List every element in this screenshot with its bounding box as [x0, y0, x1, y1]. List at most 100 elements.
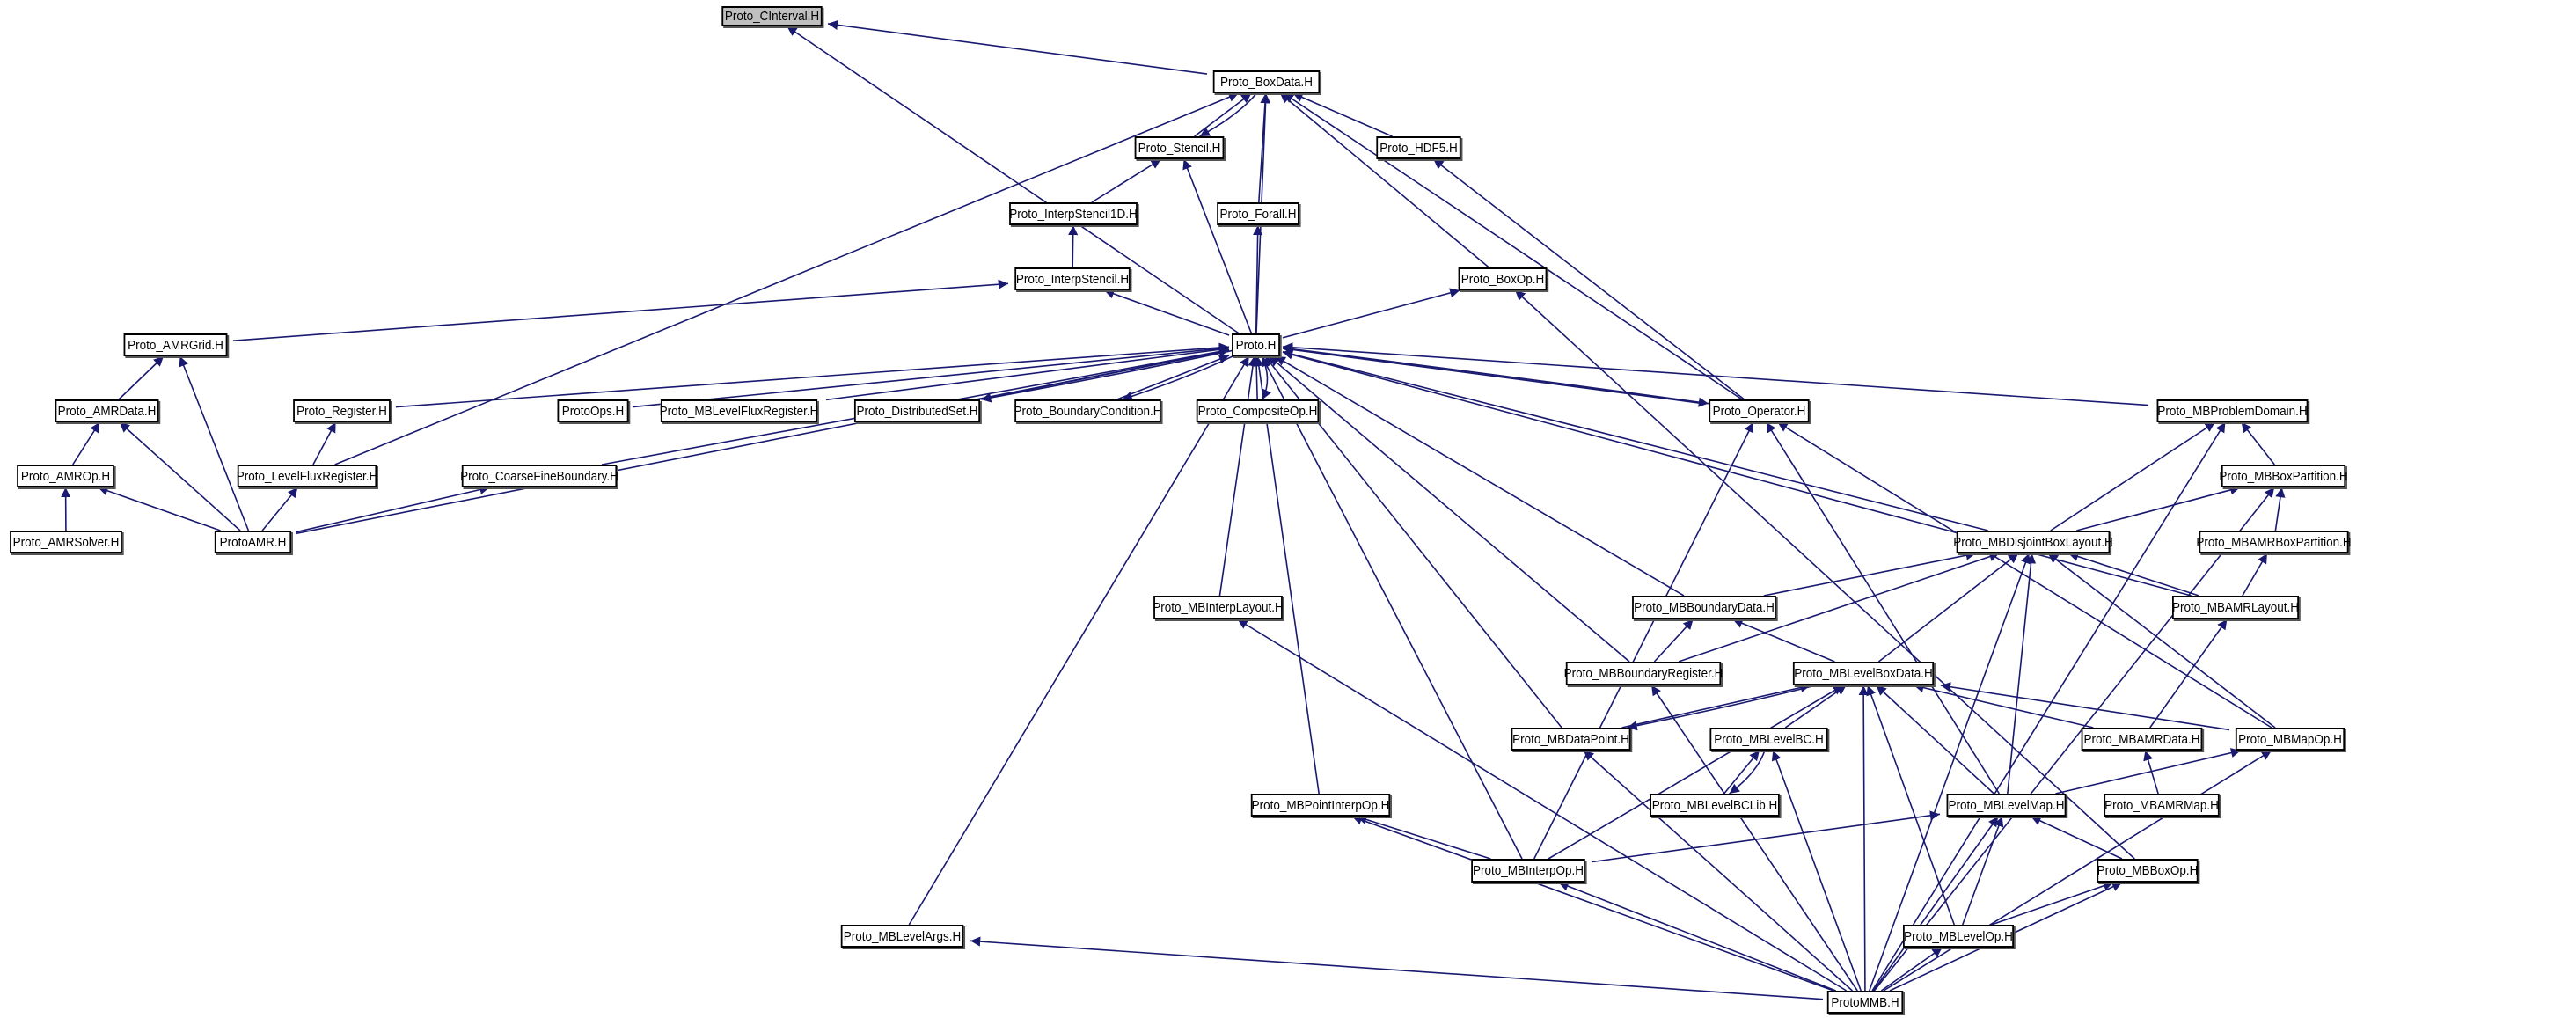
node-distributedset[interactable]: Proto_DistributedSet.H — [853, 399, 981, 422]
node-mbboxpartition[interactable]: Proto_MBBoxPartition.H — [2219, 465, 2348, 487]
node-label: Proto_MBProblemDomain.H — [2157, 403, 2308, 419]
node-interpstencil1d[interactable]: Proto_InterpStencil1D.H — [1009, 202, 1138, 225]
node-mbamrlayout[interactable]: Proto_MBAMRLayout.H — [2172, 596, 2299, 619]
edge-mbamrlayout-to-mbdisjointboxlayout — [2067, 552, 2199, 597]
node-boundarycondition[interactable]: Proto_BoundaryCondition.H — [1014, 399, 1162, 422]
node-mblevelbclib[interactable]: Proto_MBLevelBCLib.H — [1650, 794, 1780, 817]
edge-protoamr-to-amrdata — [119, 421, 241, 531]
node-label: Proto_CInterval.H — [724, 9, 820, 24]
node-cinterval[interactable]: Proto_CInterval.H — [721, 6, 823, 26]
node-mbboundaryregister[interactable]: Proto_MBBoundaryRegister.H — [1564, 662, 1723, 685]
node-mbproblemdomain[interactable]: Proto_MBProblemDomain.H — [2156, 399, 2309, 422]
node-label: Proto_AMRGrid.H — [128, 337, 223, 353]
node-mbamrboxpartition[interactable]: Proto_MBAMRBoxPartition.H — [2196, 531, 2352, 553]
node-mblevelfluxregister[interactable]: Proto_MBLevelFluxRegister.H — [660, 399, 818, 422]
edge-mbboxop-to-mblevelmap — [2031, 816, 2123, 860]
edge-protommb-to-mbproblemdomain — [1871, 421, 2227, 992]
node-amrop[interactable]: Proto_AMROp.H — [17, 465, 114, 487]
edge-mbamrdata-to-mblevelboxdata — [1914, 683, 2094, 729]
edge-proto-to-boxop — [1282, 288, 1460, 339]
node-mbdatapoint[interactable]: Proto_MBDataPoint.H — [1511, 728, 1631, 751]
edge-mbamrlayout-to-mbamrboxpartition — [2242, 553, 2268, 597]
edge-register-to-proto — [395, 342, 1230, 408]
node-label: Proto_MBAMRData.H — [2083, 731, 2200, 747]
edge-protoops-to-proto — [632, 343, 1230, 408]
node-protommb[interactable]: ProtoMMB.H — [1826, 991, 1904, 1014]
edge-mblevelbclib-to-mblevelbc — [1723, 750, 1760, 795]
node-proto[interactable]: Proto.H — [1232, 333, 1280, 356]
edge-proto-to-interpstencil — [1103, 289, 1230, 336]
edge-mblevelmap-to-operator — [1765, 421, 2001, 795]
edge-proto-to-stencil — [1182, 158, 1253, 334]
edge-mblevelbc-to-mblevelbclib — [1729, 750, 1766, 795]
edge-mblevelmap-to-mbdisjointboxlayout — [2007, 553, 2037, 795]
edge-amrop-to-amrdata — [72, 421, 100, 465]
edge-mbinterpop-to-mblevelmap — [1591, 810, 1941, 863]
edge-mbinterpop-to-mblevelboxdata — [1548, 685, 1844, 860]
edge-mbboxop-to-boxop — [1514, 289, 2135, 860]
node-register[interactable]: Proto_Register.H — [293, 399, 391, 422]
node-label: Proto_MBLevelBoxData.H — [1794, 666, 1933, 681]
node-mbmapop[interactable]: Proto_MBMapOp.H — [2235, 728, 2345, 751]
node-mblevelmap[interactable]: Proto_MBLevelMap.H — [1946, 794, 2067, 817]
node-mbinterplayout[interactable]: Proto_MBInterpLayout.H — [1153, 596, 1284, 619]
node-mbdisjointboxlayout[interactable]: Proto_MBDisjointBoxLayout.H — [1953, 531, 2113, 553]
node-mbinterpop[interactable]: Proto_MBInterpOp.H — [1471, 859, 1585, 883]
edge-amrgrid-to-interpstencil — [232, 279, 1009, 341]
edge-protommb-to-mbinterplayout — [1237, 619, 1848, 992]
node-forall[interactable]: Proto_Forall.H — [1217, 202, 1299, 225]
edge-operator-to-proto — [1282, 344, 1704, 405]
node-mblevelboxdata[interactable]: Proto_MBLevelBoxData.H — [1792, 662, 1935, 685]
node-label: Proto_BoundaryCondition.H — [1014, 403, 1162, 419]
node-stencil[interactable]: Proto_Stencil.H — [1134, 136, 1225, 159]
edge-mblevelop-to-mblevelmap — [1962, 816, 2004, 926]
edge-operator-to-boxdata — [1283, 92, 1743, 400]
node-mbpointinterpop[interactable]: Proto_MBPointInterpOp.H — [1250, 794, 1391, 817]
node-label: ProtoAMR.H — [219, 534, 287, 550]
node-amrsolver[interactable]: Proto_AMRSolver.H — [10, 531, 122, 553]
edge-mbamrmap-to-mbamrdata — [2143, 750, 2159, 795]
edge-compositeop-to-proto — [1251, 355, 1262, 400]
edge-mblevelmap-to-mblevelboxdata — [1876, 685, 1994, 795]
node-label: Proto_MBLevelBCLib.H — [1651, 797, 1778, 813]
node-coarsefineboundary[interactable]: Proto_CoarseFineBoundary.H — [460, 465, 618, 487]
edge-levelfluxregister-to-register — [312, 421, 337, 465]
node-mbboundarydata[interactable]: Proto_MBBoundaryData.H — [1632, 596, 1776, 619]
node-operator[interactable]: Proto_Operator.H — [1709, 399, 1810, 422]
edge-protommb-to-mbinterpop — [1558, 881, 1836, 992]
edge-mblevelop-to-mbboxop — [1991, 881, 2114, 926]
node-boxop[interactable]: Proto_BoxOp.H — [1458, 267, 1548, 290]
node-amrdata[interactable]: Proto_AMRData.H — [55, 399, 159, 422]
edge-boxop-to-boxdata — [1279, 92, 1489, 268]
node-mbamrdata[interactable]: Proto_MBAMRData.H — [2081, 728, 2203, 751]
edge-protommb-to-mblevelargs — [970, 936, 1824, 1000]
node-label: Proto_MBLevelBC.H — [1714, 731, 1824, 747]
node-label: Proto_Register.H — [296, 403, 387, 419]
node-label: Proto_Stencil.H — [1138, 140, 1221, 156]
node-label: Proto.H — [1235, 337, 1277, 353]
node-protoamr[interactable]: ProtoAMR.H — [214, 531, 292, 553]
edge-mblevelargs-to-proto — [908, 355, 1250, 926]
node-label: Proto_AMRData.H — [57, 403, 157, 419]
node-mblevelargs[interactable]: Proto_MBLevelArgs.H — [840, 925, 964, 948]
node-protoops[interactable]: ProtoOps.H — [557, 399, 629, 422]
edge-mbmapop-to-operator — [1777, 421, 2272, 729]
edge-interpstencil1d-to-stencil — [1091, 158, 1162, 203]
node-levelfluxregister[interactable]: Proto_LevelFluxRegister.H — [237, 465, 377, 487]
node-amrgrid[interactable]: Proto_AMRGrid.H — [123, 333, 228, 356]
edge-interpstencil-to-interpstencil1d — [1068, 224, 1079, 268]
edge-mbboundarydata-to-proto — [1275, 355, 1685, 597]
node-label: Proto_MBLevelMap.H — [1948, 797, 2065, 813]
edge-proto-to-boundarycondition — [1122, 355, 1235, 401]
node-label: Proto_MBLevelArgs.H — [843, 928, 962, 944]
node-mblevelop[interactable]: Proto_MBLevelOp.H — [1903, 925, 2014, 948]
node-compositeop[interactable]: Proto_CompositeOp.H — [1196, 399, 1320, 422]
node-mblevelbc[interactable]: Proto_MBLevelBC.H — [1709, 728, 1828, 751]
node-boxdata[interactable]: Proto_BoxData.H — [1212, 70, 1321, 93]
node-mbamrmap[interactable]: Proto_MBAMRMap.H — [2104, 794, 2220, 817]
node-interpstencil[interactable]: Proto_InterpStencil.H — [1014, 267, 1131, 290]
edge-proto-to-cinterval — [786, 26, 1240, 334]
node-hdf5[interactable]: Proto_HDF5.H — [1376, 136, 1461, 159]
node-mbboxop[interactable]: Proto_MBBoxOp.H — [2097, 859, 2199, 883]
